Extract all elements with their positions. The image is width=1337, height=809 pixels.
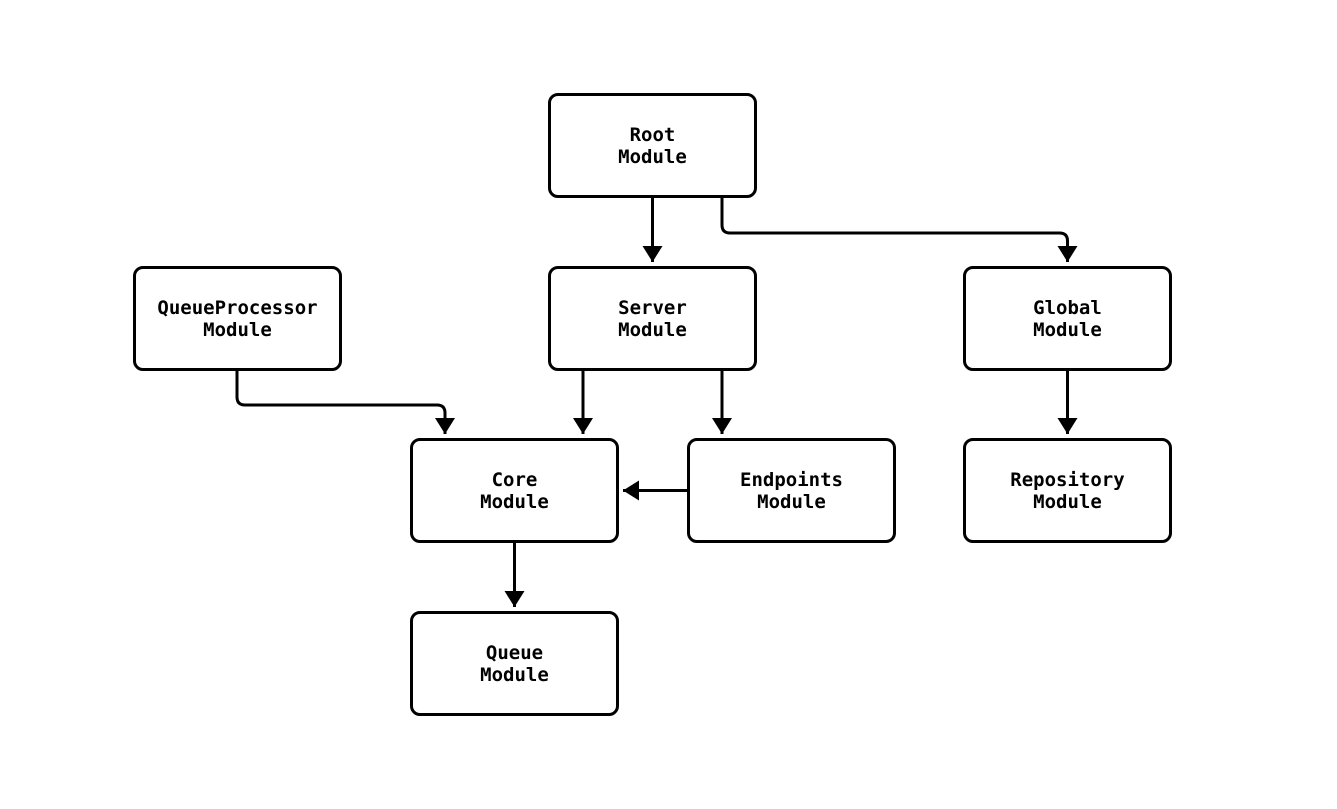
node-root-module: Root Module	[548, 93, 757, 198]
node-label: Queue	[485, 641, 544, 664]
node-label: QueueProcessor	[157, 296, 318, 319]
node-queue-module: Queue Module	[410, 611, 619, 716]
node-label: Module	[480, 490, 549, 513]
node-global-module: Global Module	[963, 266, 1172, 371]
node-label: Core	[491, 468, 538, 491]
node-repository-module: Repository Module	[963, 438, 1172, 543]
node-label: Module	[1033, 490, 1102, 513]
node-label: Module	[618, 145, 687, 168]
node-label: Global	[1033, 296, 1102, 319]
node-label: Module	[757, 490, 826, 513]
edge-queueprocessor-to-core	[235, 371, 455, 434]
node-label: Repository	[1010, 468, 1125, 491]
node-label: Module	[203, 318, 272, 341]
node-label: Endpoints	[740, 468, 843, 491]
node-queueprocessor-module: QueueProcessor Module	[133, 266, 342, 371]
node-label: Server	[618, 296, 687, 319]
node-label: Root	[629, 123, 676, 146]
node-label: Module	[480, 663, 549, 686]
node-server-module: Server Module	[548, 266, 757, 371]
edge-root-to-global	[720, 198, 1078, 262]
node-endpoints-module: Endpoints Module	[687, 438, 896, 543]
node-label: Module	[1033, 318, 1102, 341]
node-core-module: Core Module	[410, 438, 619, 543]
node-label: Module	[618, 318, 687, 341]
